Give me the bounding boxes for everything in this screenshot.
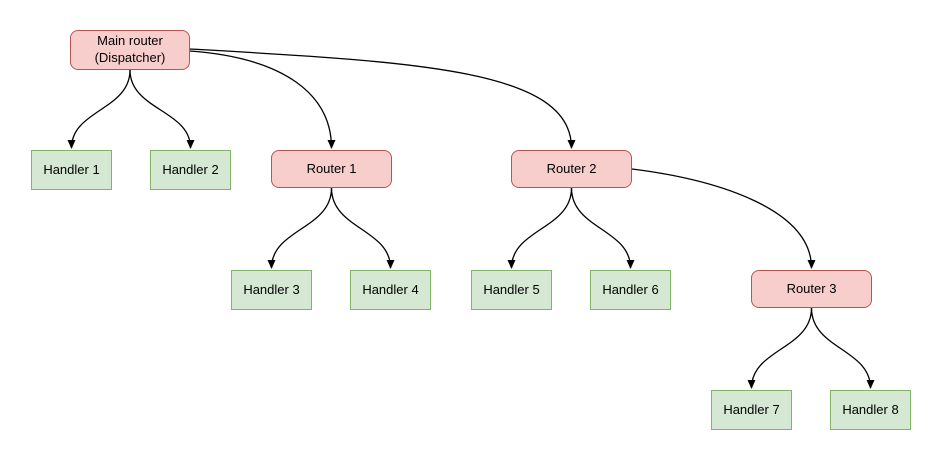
node-router-3: Router 3 [751,270,872,308]
node-handler-4: Handler 4 [350,270,431,310]
node-router-1: Router 1 [271,150,392,188]
edge-router-2-to-handler-5 [507,187,573,269]
node-handler-1: Handler 1 [31,150,112,190]
edge-main-router-to-router-1 [189,50,336,149]
edge-main-router-to-handler-1 [67,69,131,149]
node-handler-5: Handler 5 [471,270,552,310]
edge-main-router-to-router-2 [189,48,576,149]
node-handler-6: Handler 6 [590,270,671,310]
edge-router-1-to-handler-3 [267,187,333,269]
edge-main-router-to-handler-2 [129,69,195,149]
node-router-2: Router 2 [511,150,632,188]
edge-router-2-to-handler-6 [570,187,635,269]
edge-router-2-to-router-3 [631,168,816,269]
node-handler-8: Handler 8 [830,390,911,430]
node-handler-3: Handler 3 [231,270,312,310]
node-main-router: Main router (Dispatcher) [70,30,190,70]
edge-router-3-to-handler-8 [810,307,875,389]
node-handler-2: Handler 2 [150,150,231,190]
edge-router-3-to-handler-7 [747,307,813,389]
edge-router-1-to-handler-4 [330,187,395,269]
node-handler-7: Handler 7 [711,390,792,430]
